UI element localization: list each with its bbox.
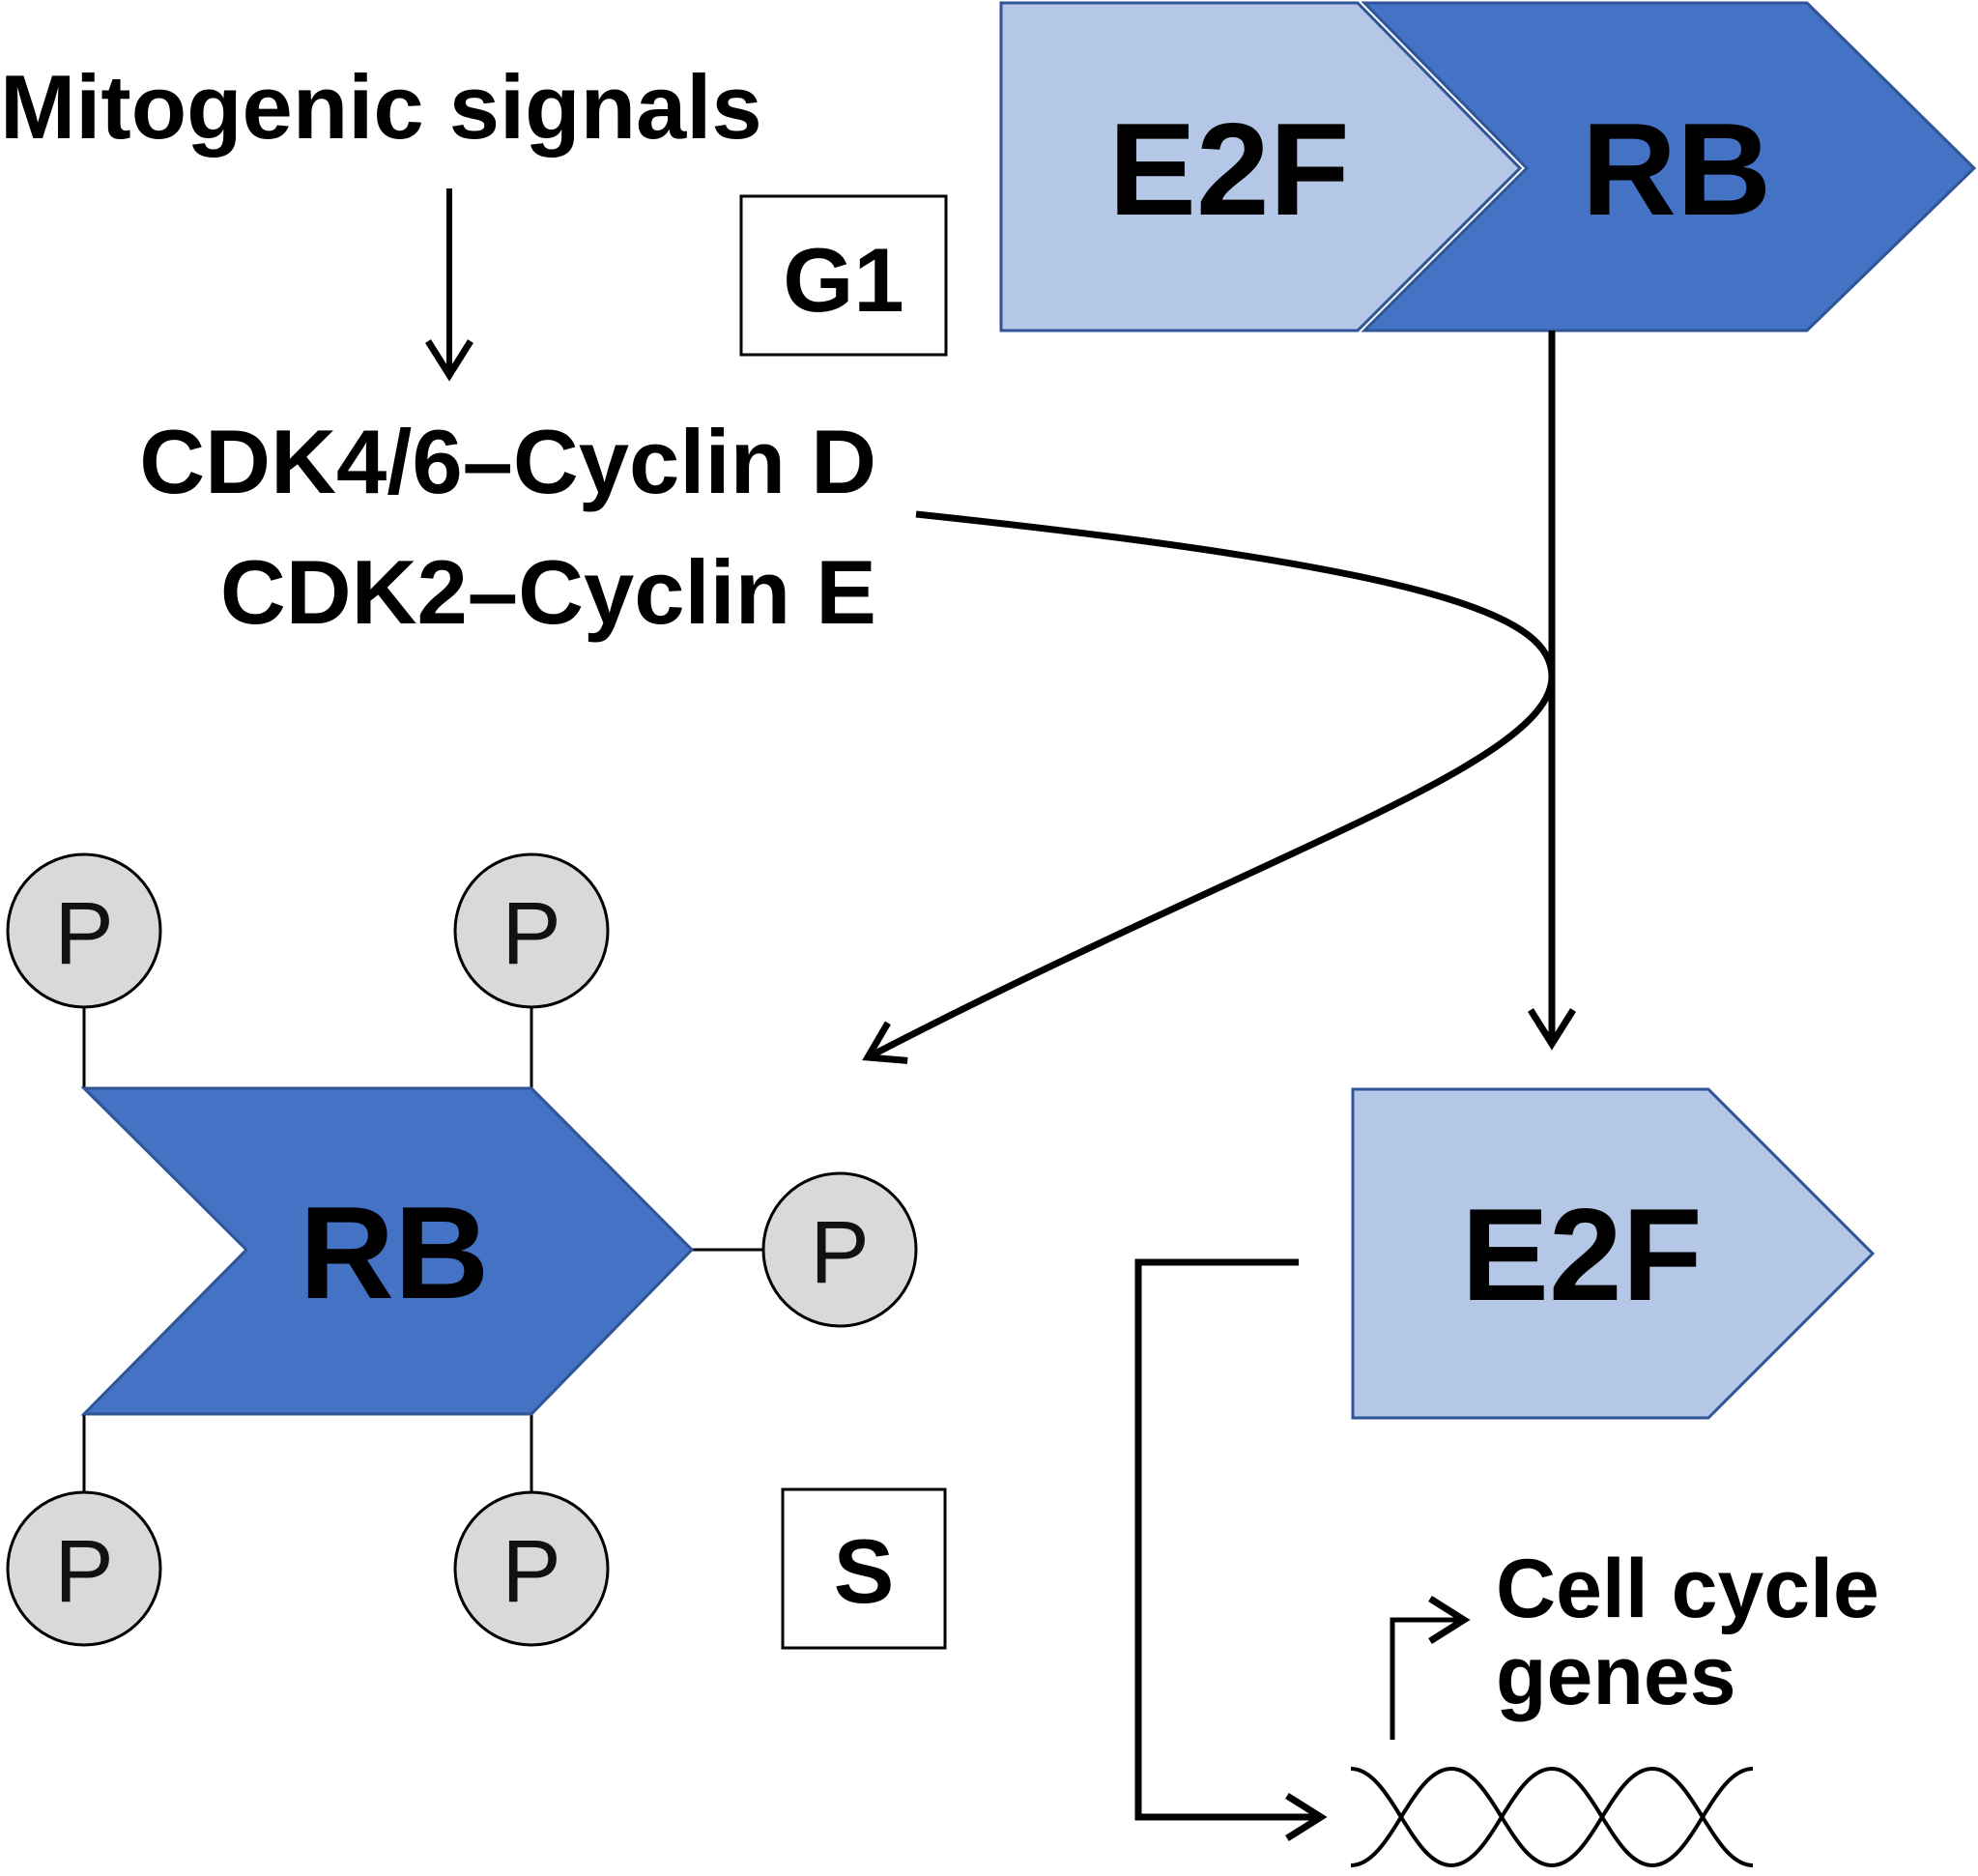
- e2f-bound-label: E2F: [1108, 96, 1349, 243]
- phosphorylated-rb: RB P P P P P: [6, 852, 918, 1647]
- phosphate-label: P: [54, 884, 113, 983]
- e2f-rb-complex: E2F RB: [999, 1, 1977, 332]
- phosphate-circle: [453, 1490, 610, 1647]
- phosphate-top-right: P: [453, 852, 610, 1009]
- phosphate-top-left: P: [6, 852, 162, 1009]
- cdk-to-rb-curved-arrow: [862, 510, 1556, 1064]
- mitogenic-signals-label: Mitogenic signals: [0, 56, 762, 158]
- cell-cycle-genes-label-line2: genes: [1496, 1630, 1736, 1722]
- e2f-free-shape: [1351, 1087, 1876, 1420]
- dna-strand-b: [1350, 1766, 1754, 1868]
- rb-bound-label: RB: [1582, 96, 1771, 243]
- phosphate-label: P: [502, 1522, 560, 1621]
- cdk2-cyclin-e-label: CDK2–Cyclin E: [220, 541, 876, 643]
- e2f-to-genes-arrow: [1134, 1258, 1328, 1841]
- phosphate-bottom-left: P: [6, 1490, 162, 1647]
- cdk46-cyclin-d-label: CDK4/6–Cyclin D: [139, 411, 876, 512]
- rb-phosphorylated-label: RB: [300, 1179, 489, 1326]
- phosphate-label: P: [810, 1203, 869, 1302]
- s-phase-label: S: [834, 1520, 895, 1622]
- s-phase-box: [781, 1487, 947, 1650]
- phosphate-circle: [761, 1171, 918, 1328]
- phosphate-right: P: [761, 1171, 918, 1328]
- phosphate-circle: [453, 852, 610, 1009]
- phosphate-label: P: [54, 1522, 113, 1621]
- g1-phase-label: G1: [783, 229, 903, 331]
- phosphate-circle: [6, 1490, 162, 1647]
- e2f-bound-shape: [999, 1, 1523, 332]
- phosphate-label: P: [502, 884, 560, 983]
- rb-phosphorylated-shape: [80, 1086, 695, 1416]
- free-e2f: E2F: [1351, 1087, 1876, 1420]
- e2f-free-label: E2F: [1461, 1181, 1702, 1328]
- phosphate-circle: [6, 852, 162, 1009]
- g1-phase-box: [739, 194, 948, 357]
- cell-cycle-genes-label-line1: Cell cycle: [1496, 1543, 1879, 1635]
- dna-strand-a: [1350, 1766, 1754, 1868]
- transcription-start-arrow: [1390, 1596, 1471, 1740]
- dna-helix-icon: [1350, 1766, 1754, 1868]
- rb-bound-shape: [1361, 1, 1977, 332]
- phosphate-bottom-right: P: [453, 1490, 610, 1647]
